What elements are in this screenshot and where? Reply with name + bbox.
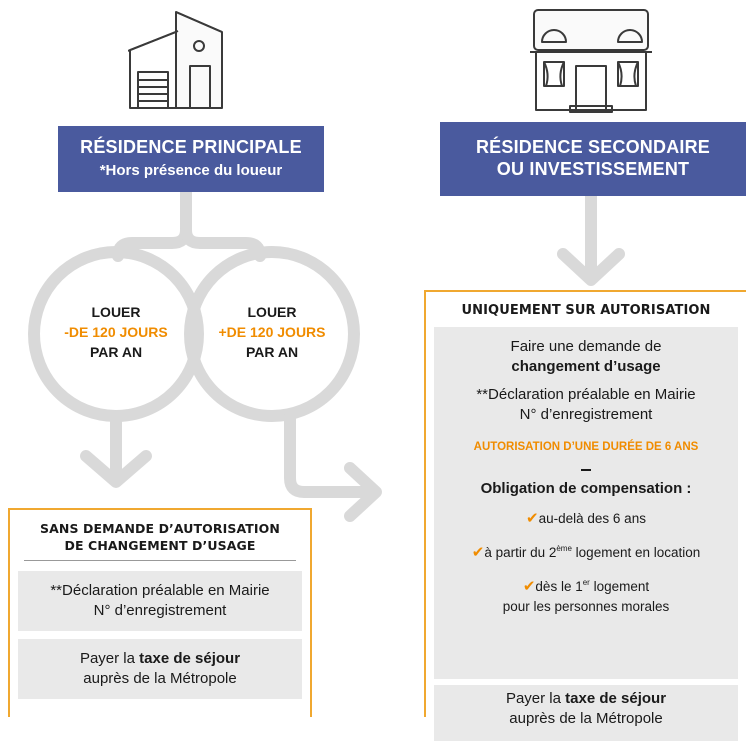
checkmark-icon: ✔ <box>526 510 539 527</box>
flow-connectors <box>28 186 625 522</box>
check-text-prefix: dès le 1 <box>535 579 583 594</box>
request-text: Faire une demande de <box>510 338 662 355</box>
header-title: RÉSIDENCE SECONDAIRE <box>475 137 711 157</box>
check-text-line2: pour les personnes morales <box>502 599 670 614</box>
option-verb: LOUER <box>247 304 297 320</box>
check-text-prefix: à partir du 2 <box>484 545 557 560</box>
tax-bold: taxe de séjour <box>565 690 667 707</box>
header-residence-secondaire: RÉSIDENCE SECONDAIRE OU INVESTISSEMENT <box>440 122 746 196</box>
registration-text: N° d’enregistrement <box>519 406 653 423</box>
circle-more-120 <box>184 246 360 422</box>
authorization-details: Faire une demande de changement d’usage … <box>434 327 738 679</box>
declaration-text: **Déclaration préalable en Mairie <box>476 386 696 403</box>
check-item: ✔au-delà des 6 ans <box>438 509 734 529</box>
tax-prefix: Payer la <box>79 650 140 667</box>
tax-prefix: Payer la <box>505 690 566 707</box>
tax-bold: taxe de séjour <box>139 650 241 667</box>
check-text-sup: ème <box>556 544 572 553</box>
panel-title-line2: DE CHANGEMENT D’USAGE <box>64 538 256 553</box>
right-circle-arrow-line <box>284 410 376 498</box>
option-duration: -DE 120 JOURS <box>64 324 168 340</box>
option-period: PAR AN <box>89 344 143 360</box>
divider <box>24 560 296 561</box>
left-arrow-head <box>80 450 152 488</box>
option-less-120-days: LOUER -DE 120 JOURS PAR AN <box>31 302 201 362</box>
tax-authority: auprès de la Métropole <box>509 710 663 727</box>
check-text: au-delà des 6 ans <box>538 511 646 526</box>
tax-box: Payer la taxe de séjour auprès de la Mét… <box>434 685 738 741</box>
modern-house-icon <box>128 11 223 109</box>
check-item: ✔dès le 1er logement <box>438 573 734 597</box>
checkmark-icon: ✔ <box>522 578 536 595</box>
panel-title: UNIQUEMENT SUR AUTORISATION <box>461 303 711 318</box>
classic-house-icon <box>530 9 652 113</box>
declaration-box: **Déclaration préalable en Mairie N° d’e… <box>18 571 302 631</box>
dash-separator <box>581 469 591 471</box>
duration-text: AUTORISATION D’UNE DURÉE DE 6 ANS <box>473 441 699 453</box>
panel-without-authorization: SANS DEMANDE D’AUTORISATION DE CHANGEMEN… <box>8 508 312 717</box>
option-period: PAR AN <box>245 344 299 360</box>
header-title: RÉSIDENCE PRINCIPALE <box>80 137 302 157</box>
option-verb: LOUER <box>91 304 141 320</box>
header-residence-principale: RÉSIDENCE PRINCIPALE *Hors présence du l… <box>58 126 324 192</box>
request-bold: changement d’usage <box>511 358 661 375</box>
option-more-120-days: LOUER +DE 120 JOURS PAR AN <box>187 302 357 362</box>
panel-with-authorization: UNIQUEMENT SUR AUTORISATION Faire une de… <box>424 290 746 741</box>
panel-title: SANS DEMANDE D’AUTORISATION DE CHANGEMEN… <box>10 520 310 554</box>
registration-text: N° d’enregistrement <box>93 602 227 619</box>
check-item: ✔à partir du 2ème logement en location <box>438 539 734 563</box>
check-text-suffix: logement en location <box>571 545 701 560</box>
option-duration: +DE 120 JOURS <box>218 324 326 340</box>
declaration-text: **Déclaration préalable en Mairie <box>50 582 270 599</box>
panel-title-line1: SANS DEMANDE D’AUTORISATION <box>40 521 280 536</box>
right-arrow-head <box>557 248 625 286</box>
tax-authority: auprès de la Métropole <box>83 670 237 687</box>
left-trunk-line <box>112 186 192 262</box>
right-circle-arrow-head <box>344 462 382 522</box>
checkmark-icon: ✔ <box>471 544 485 561</box>
check-text-suffix: logement <box>589 579 650 594</box>
tax-box: Payer la taxe de séjour auprès de la Mét… <box>18 639 302 699</box>
header-title-line2: OU INVESTISSEMENT <box>496 159 690 179</box>
header-subtitle: *Hors présence du loueur <box>99 162 283 179</box>
check-text-sup: er <box>582 578 590 587</box>
obligation-heading: Obligation de compensation : <box>480 480 692 497</box>
